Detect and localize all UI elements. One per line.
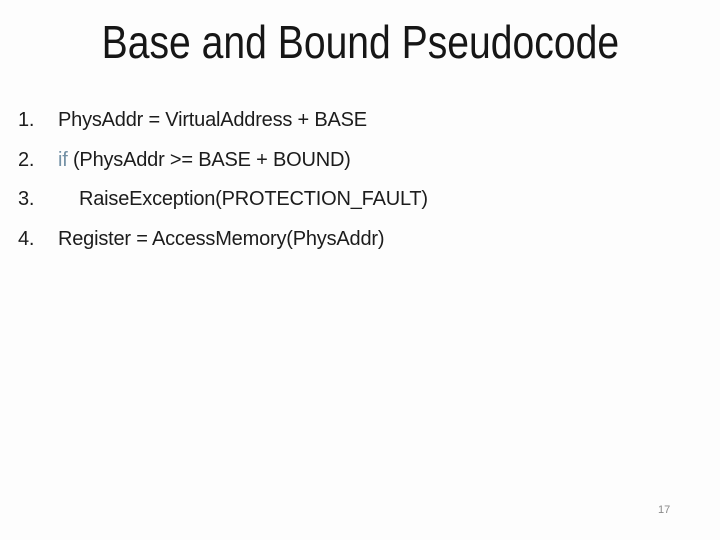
pseudocode-line-3: 3. RaiseException(PROTECTION_FAULT) [18,180,678,220]
line-number: 3. [18,188,35,210]
line-number: 2. [18,148,35,171]
if-keyword: if [58,148,68,171]
line-text: Register = AccessMemory(PhysAddr) [58,227,385,250]
line-text-rest: (PhysAddr >= BASE + BOUND) [67,148,351,171]
pseudocode-line-4: 4. Register = AccessMemory(PhysAddr) [18,220,678,260]
line-text: RaiseException(PROTECTION_FAULT) [79,188,428,210]
slide-page-number: 17 [658,504,671,516]
pseudocode-list: 1. PhysAddr = VirtualAddress + BASE 2. i… [18,101,678,259]
line-number: 1. [18,109,35,131]
slide-title-text: Base and Bound Pseudocode [101,16,619,68]
line-text: PhysAddr = VirtualAddress + BASE [58,109,367,131]
pseudocode-line-2: 2. if (PhysAddr >= BASE + BOUND) [18,141,678,181]
line-text: if (PhysAddr >= BASE + BOUND) [58,141,351,181]
line-number: 4. [18,227,35,250]
slide-title: Base and Bound Pseudocode [0,16,720,68]
pseudocode-line-1: 1. PhysAddr = VirtualAddress + BASE [18,101,678,141]
